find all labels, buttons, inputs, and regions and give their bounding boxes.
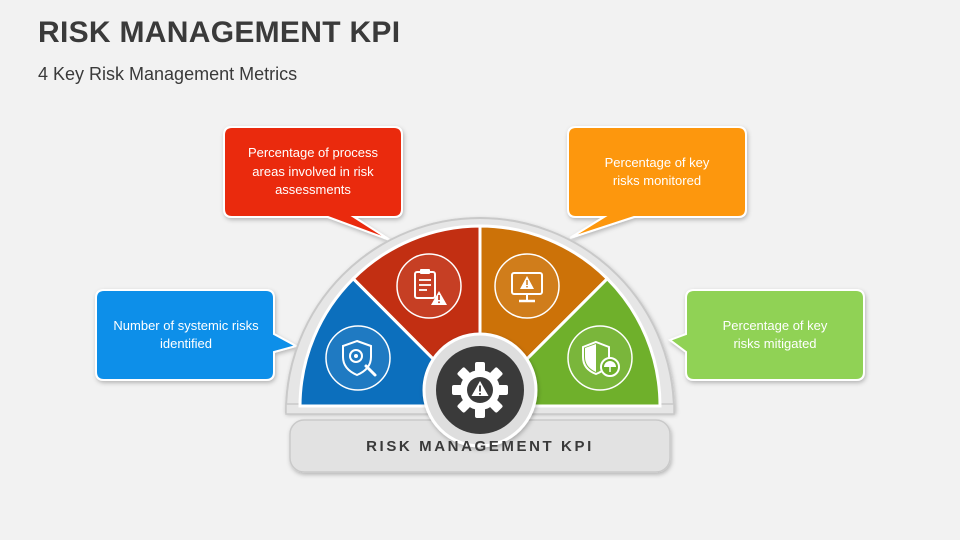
- callout-text-green: Percentage of key risks mitigated: [722, 317, 828, 351]
- gear-warning-icon: [436, 346, 524, 434]
- callout-text-red: Percentage of process areas involved in …: [247, 145, 379, 198]
- page-title: RISK MANAGEMENT KPI: [38, 16, 401, 49]
- callout-bubble-orange: [567, 126, 747, 239]
- page-subtitle: 4 Key Risk Management Metrics: [38, 64, 298, 84]
- monitor-warning-icon: [494, 253, 560, 319]
- checklist-warning-icon: [396, 253, 462, 319]
- callout-bubble-red: [223, 126, 403, 241]
- callout-text-blue: Number of systemic risks identified: [113, 317, 259, 351]
- shield-umbrella-icon: [567, 325, 633, 391]
- callout-bubble-green: [667, 289, 865, 381]
- callout-bubble-blue: [95, 289, 299, 381]
- base-label: RISK MANAGEMENT KPI: [366, 437, 594, 455]
- callout-text-orange: Percentage of key risks monitored: [604, 154, 710, 188]
- shield-search-icon: [325, 325, 391, 391]
